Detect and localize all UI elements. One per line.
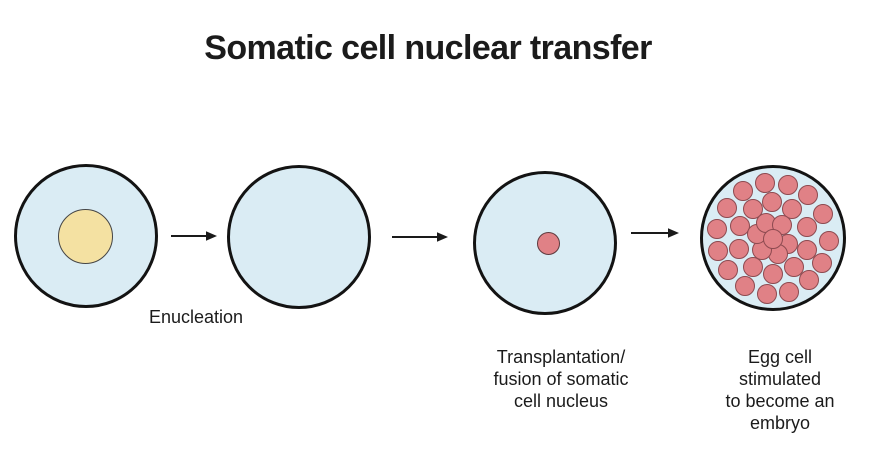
embryo-cell-cluster [703, 168, 843, 308]
egg-cell-with-nucleus [14, 164, 158, 308]
diagram-title: Somatic cell nuclear transfer [204, 29, 652, 67]
embryo-cell [797, 184, 818, 205]
embryo-cell [762, 228, 783, 249]
embryo-cell [762, 263, 783, 284]
embryo [700, 165, 846, 311]
flow-arrow-3 [631, 228, 679, 238]
embryo-cell [783, 256, 804, 277]
embryo-cell [818, 230, 839, 251]
embryo-cell [742, 198, 763, 219]
embryo-cell [811, 252, 832, 273]
embryo-cell [761, 191, 782, 212]
embryo-cell [781, 198, 802, 219]
embryo-cell [796, 239, 817, 260]
enucleated-egg-cell [227, 165, 371, 309]
embryo-cell [742, 256, 763, 277]
somatic-nucleus [537, 232, 560, 255]
embryo-cell [778, 281, 799, 302]
flow-arrow-1 [171, 231, 217, 241]
embryo-cell [734, 275, 755, 296]
embryo-cell [798, 269, 819, 290]
embryo-cell [754, 172, 775, 193]
embryo-cell [796, 216, 817, 237]
embryo-cell [706, 218, 727, 239]
label-transplantation: Transplantation/ fusion of somatic cell … [493, 347, 629, 411]
embryo-cell [707, 240, 728, 261]
embryo-cell [756, 283, 777, 304]
embryo-cell [729, 215, 750, 236]
label-stimulation: Egg cell stimulated to become an embryo [725, 347, 835, 433]
embryo-cell [812, 203, 833, 224]
flow-arrow-2 [392, 232, 448, 242]
embryo-cell [777, 174, 798, 195]
label-enucleation: Enucleation [148, 307, 244, 327]
embryo-cell [732, 180, 753, 201]
embryo-cell [717, 259, 738, 280]
egg-cell-with-somatic-nucleus [473, 171, 617, 315]
embryo-cell [716, 197, 737, 218]
egg-nucleus [58, 209, 113, 264]
embryo-cell [728, 238, 749, 259]
